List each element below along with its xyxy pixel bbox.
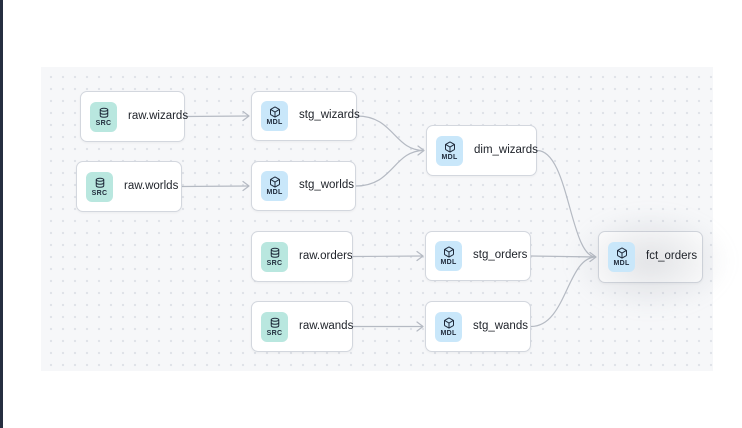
database-icon <box>98 107 110 119</box>
node-type-label: MDL <box>440 329 457 337</box>
node-type-badge: MDL <box>261 101 288 131</box>
window-left-border <box>0 0 3 428</box>
node-type-badge: MDL <box>435 311 462 342</box>
node-type-badge: SRC <box>261 241 288 272</box>
dag-node-raw_worlds[interactable]: SRC raw.worlds <box>76 161 182 212</box>
node-type-label: MDL <box>266 189 283 196</box>
dag-node-stg_wizards[interactable]: MDL stg_wizards <box>251 91 360 141</box>
node-type-badge: SRC <box>261 311 288 342</box>
database-icon <box>269 317 281 329</box>
cube-icon <box>444 141 456 153</box>
node-name-label: fct_orders <box>646 250 698 263</box>
node-name-label: raw.worlds <box>124 179 179 192</box>
dag-node-dim_wizards[interactable]: MDL dim_wizards <box>426 125 538 176</box>
dag-node-raw_wands[interactable]: SRC raw.wands <box>251 301 353 352</box>
node-name-label: raw.orders <box>299 249 353 262</box>
node-name-label: stg_wizards <box>299 109 360 122</box>
node-type-label: SRC <box>91 189 108 197</box>
node-name-label: stg_wands <box>473 319 528 332</box>
dag-node-stg_orders[interactable]: MDL stg_orders <box>425 231 531 281</box>
node-type-badge: MDL <box>608 242 635 272</box>
cube-icon <box>443 317 455 329</box>
node-type-label: MDL <box>440 259 457 266</box>
node-type-label: MDL <box>266 119 283 126</box>
cube-icon <box>269 106 281 118</box>
dag-node-raw_wizards[interactable]: SRC raw.wizards <box>80 91 189 142</box>
node-type-label: SRC <box>266 259 283 267</box>
node-name-label: stg_worlds <box>299 179 354 192</box>
cube-icon <box>269 176 281 188</box>
node-type-badge: SRC <box>86 171 113 202</box>
database-icon <box>94 177 106 189</box>
node-name-label: raw.wizards <box>128 109 189 122</box>
dag-node-fct_orders[interactable]: MDL fct_orders <box>598 231 703 283</box>
node-type-label: SRC <box>95 119 112 127</box>
cube-icon <box>616 247 628 259</box>
dag-node-stg_worlds[interactable]: MDL stg_worlds <box>251 161 356 211</box>
node-name-label: dim_wizards <box>474 143 538 156</box>
dag-node-stg_wands[interactable]: MDL stg_wands <box>425 301 531 352</box>
database-icon <box>269 247 281 259</box>
node-type-label: MDL <box>613 260 630 267</box>
node-type-badge: SRC <box>90 101 117 132</box>
node-name-label: stg_orders <box>473 249 528 262</box>
cube-icon <box>443 246 455 258</box>
dag-node-raw_orders[interactable]: SRC raw.orders <box>251 231 353 282</box>
node-type-label: MDL <box>441 153 458 161</box>
node-type-badge: MDL <box>435 241 462 271</box>
node-name-label: raw.wands <box>299 319 354 332</box>
node-type-label: SRC <box>266 329 283 337</box>
node-type-badge: MDL <box>436 135 463 166</box>
node-type-badge: MDL <box>261 171 288 201</box>
